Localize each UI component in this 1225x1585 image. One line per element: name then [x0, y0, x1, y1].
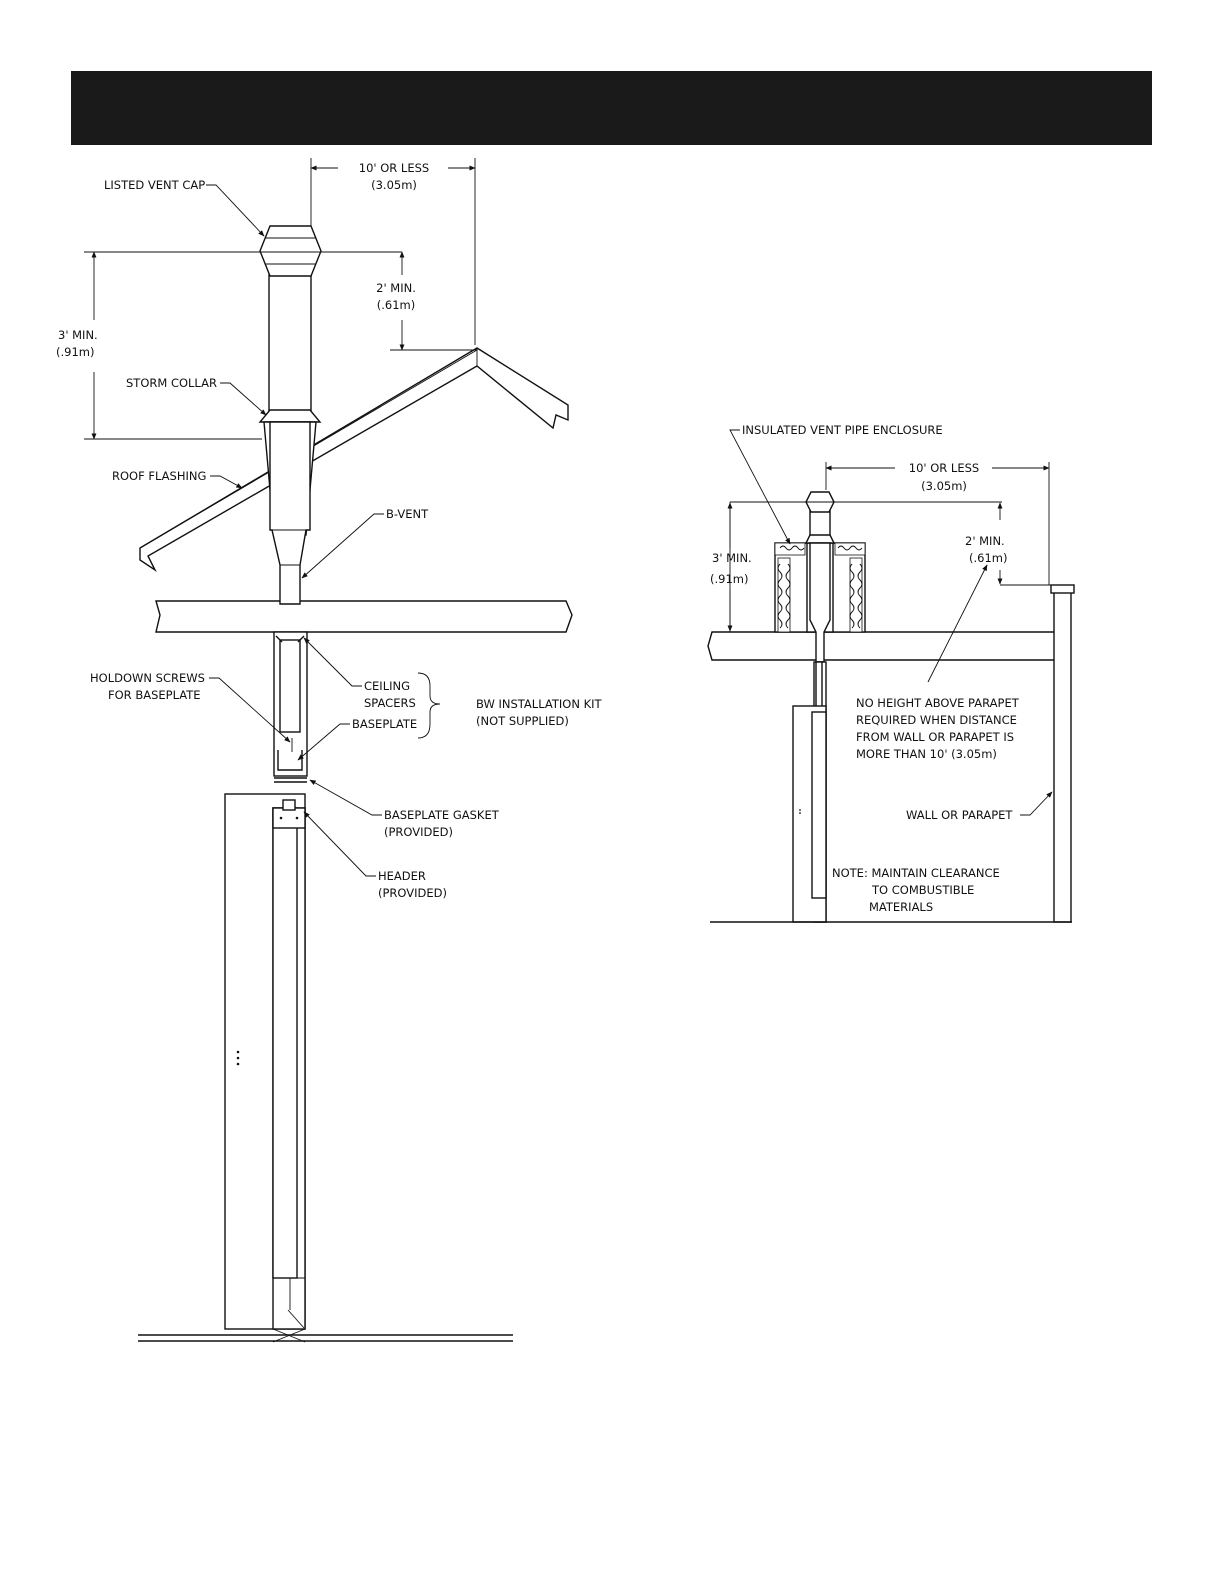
label-r-3-min-line1: 3' MIN.	[712, 551, 752, 565]
flat-roof	[707, 631, 1059, 661]
label-r-dist-10-line2: (3.05m)	[921, 479, 967, 493]
label-dist-10-line2: (3.05m)	[371, 178, 417, 192]
label-kit-line1: BW INSTALLATION KIT	[476, 697, 603, 711]
label-3-min-line2: (.91m)	[56, 345, 94, 359]
label-ceiling-line2: SPACERS	[364, 696, 416, 710]
left-dimensions	[84, 158, 477, 440]
label-3-min-line1: 3' MIN.	[58, 328, 98, 342]
label-baseplate: BASEPLATE	[352, 717, 417, 731]
label-2-min-line2: (.61m)	[377, 298, 415, 312]
label-wall-or-parapet: WALL OR PARAPET	[906, 808, 1013, 822]
label-2-min-line1: 2' MIN.	[376, 281, 416, 295]
label-parapet-note-line4: MORE THAN 10' (3.05m)	[856, 747, 997, 761]
floor-line	[138, 1334, 513, 1342]
right-leaders	[729, 429, 1053, 816]
label-r-2-min-line1: 2' MIN.	[965, 534, 1005, 548]
left-labels: LISTED VENT CAP 10' OR LESS (3.05m) 2' M…	[56, 161, 603, 900]
label-holdown-line1: HOLDOWN SCREWS	[90, 671, 205, 685]
left-diagram: LISTED VENT CAP 10' OR LESS (3.05m) 2' M…	[56, 158, 603, 1343]
left-leaders	[206, 184, 441, 877]
right-diagram: INSULATED VENT PIPE ENCLOSURE 10' OR LES…	[707, 423, 1075, 923]
header-bar	[71, 71, 1152, 145]
label-holdown-line2: FOR BASEPLATE	[108, 688, 201, 702]
label-note-line3: MATERIALS	[869, 900, 933, 914]
b-vent-pipe	[258, 274, 322, 605]
label-storm-collar: STORM COLLAR	[126, 376, 217, 390]
label-parapet-note-line1: NO HEIGHT ABOVE PARAPET	[856, 696, 1020, 710]
parapet-wall	[1050, 584, 1075, 923]
label-enclosure: INSULATED VENT PIPE ENCLOSURE	[742, 423, 943, 437]
vent-cap-shape	[259, 225, 322, 277]
right-labels: INSULATED VENT PIPE ENCLOSURE 10' OR LES…	[710, 423, 1020, 914]
label-b-vent: B-VENT	[386, 507, 429, 521]
label-listed-vent-cap: LISTED VENT CAP	[104, 178, 205, 192]
lower-assembly	[273, 631, 308, 783]
label-header-line2: (PROVIDED)	[378, 886, 447, 900]
label-note-line2: TO COMBUSTIBLE	[871, 883, 974, 897]
label-dist-10-line1: 10' OR LESS	[359, 161, 429, 175]
label-parapet-note-line3: FROM WALL OR PARAPET IS	[856, 730, 1014, 744]
label-kit-line2: (NOT SUPPLIED)	[476, 714, 569, 728]
label-parapet-note-line2: REQUIRED WHEN DISTANCE	[856, 713, 1017, 727]
label-ceiling-line1: CEILING	[364, 679, 410, 693]
label-roof-flashing: ROOF FLASHING	[112, 469, 206, 483]
label-note-line1: NOTE: MAINTAIN CLEARANCE	[832, 866, 1000, 880]
label-r-dist-10-line1: 10' OR LESS	[909, 461, 979, 475]
ceiling-slab	[155, 600, 573, 633]
label-r-2-min-line2: (.61m)	[969, 551, 1007, 565]
label-header-line1: HEADER	[378, 869, 426, 883]
appliance-cabinet	[224, 793, 306, 1343]
label-gasket-line1: BASEPLATE GASKET	[384, 808, 500, 822]
right-dimensions	[727, 462, 1051, 632]
right-appliance	[792, 705, 827, 923]
label-r-3-min-line2: (.91m)	[710, 572, 748, 586]
label-gasket-line2: (PROVIDED)	[384, 825, 453, 839]
